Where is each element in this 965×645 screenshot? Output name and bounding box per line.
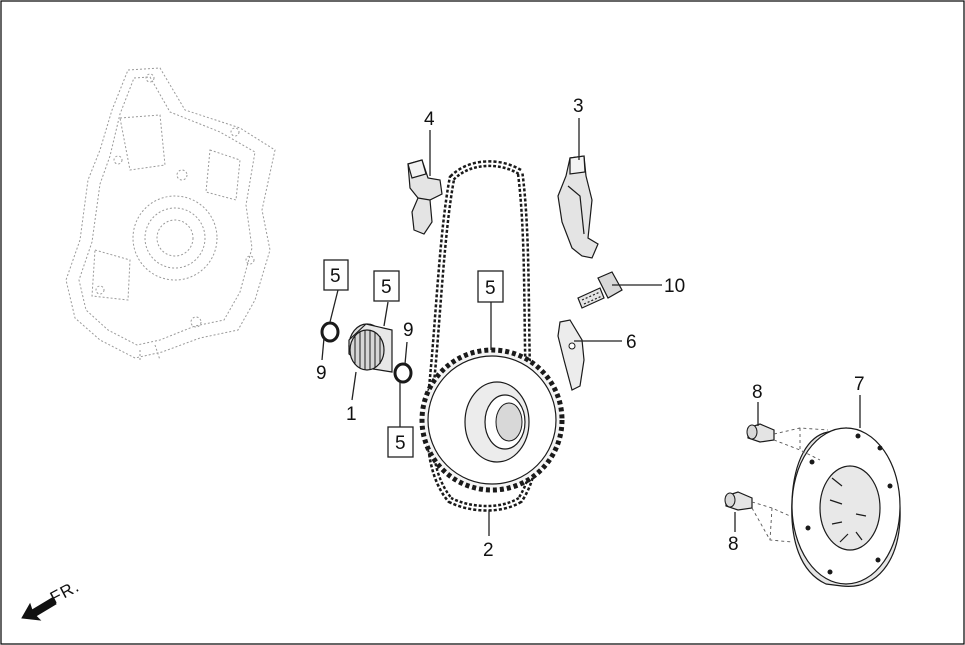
callout-9b: 9 xyxy=(403,320,414,341)
front-arrow-icon xyxy=(21,597,57,621)
leader-9-left xyxy=(321,337,325,361)
front-direction-indicator: FR. xyxy=(21,576,83,621)
callout-6: 6 xyxy=(626,332,637,353)
leader-lines xyxy=(321,118,861,536)
callout-5b: 5 xyxy=(381,277,392,298)
callout-box-5d xyxy=(387,426,414,458)
callout-box-5a xyxy=(323,259,349,291)
leader-9-right xyxy=(404,341,408,365)
callout-labels: 1 2 3 4 5 5 5 5 6 7 8 8 9 9 10 xyxy=(316,96,865,561)
chain-guide-part-4 xyxy=(407,159,443,235)
callout-3: 3 xyxy=(573,96,584,117)
needle-bearing-part-1 xyxy=(348,323,393,373)
front-label: FR. xyxy=(47,576,83,607)
callout-8a: 8 xyxy=(752,382,763,403)
callout-box-5b xyxy=(373,270,400,302)
clutch-housing-part-7 xyxy=(751,427,901,587)
callout-boxes xyxy=(323,259,504,458)
callout-5c: 5 xyxy=(485,278,496,299)
callout-4: 4 xyxy=(424,109,435,130)
callout-7: 7 xyxy=(854,374,865,395)
cam-chain-part-2 xyxy=(425,160,540,512)
bolt-part-10 xyxy=(577,271,623,309)
bolt-part-8-lower xyxy=(724,491,753,511)
crankcase-ghost-outline xyxy=(65,67,276,362)
bolt-part-8-upper xyxy=(746,423,775,443)
callout-1: 1 xyxy=(346,404,357,425)
leader-5-circlip-left xyxy=(329,289,339,323)
callout-box-5c xyxy=(477,270,504,303)
callout-2: 2 xyxy=(483,540,494,561)
tensioner-plate-part-6 xyxy=(557,319,585,391)
sprocket-gear xyxy=(419,347,565,493)
circlip-part-9-right xyxy=(393,362,413,384)
callout-5d: 5 xyxy=(395,433,406,454)
callout-10: 10 xyxy=(664,276,685,297)
circlip-part-9-left xyxy=(320,321,340,343)
leader-1 xyxy=(351,371,357,401)
chain-tensioner-part-3 xyxy=(557,155,599,259)
callout-5a: 5 xyxy=(330,266,341,287)
leader-5-bearing xyxy=(383,301,389,327)
callout-8b: 8 xyxy=(728,534,739,555)
callout-9a: 9 xyxy=(316,363,327,384)
